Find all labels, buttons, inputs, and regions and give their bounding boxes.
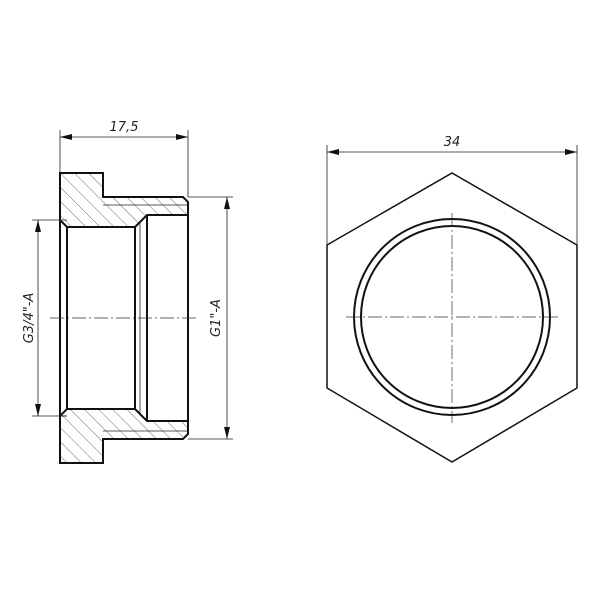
- end-view: 34: [326, 135, 578, 463]
- section-hatch-bottom: [60, 409, 188, 463]
- dimension-length-label: 17,5: [110, 120, 139, 135]
- section-outline: [59, 172, 189, 464]
- section-view: 17,5 G3/4"-A G1"-A: [22, 120, 233, 464]
- section-hatch-top: [60, 173, 188, 227]
- outer-thread-label: G1"-A: [209, 299, 224, 337]
- thread-lines: [60, 204, 188, 432]
- across-flats-label: 34: [444, 135, 461, 150]
- inner-thread-label: G3/4"-A: [22, 293, 37, 344]
